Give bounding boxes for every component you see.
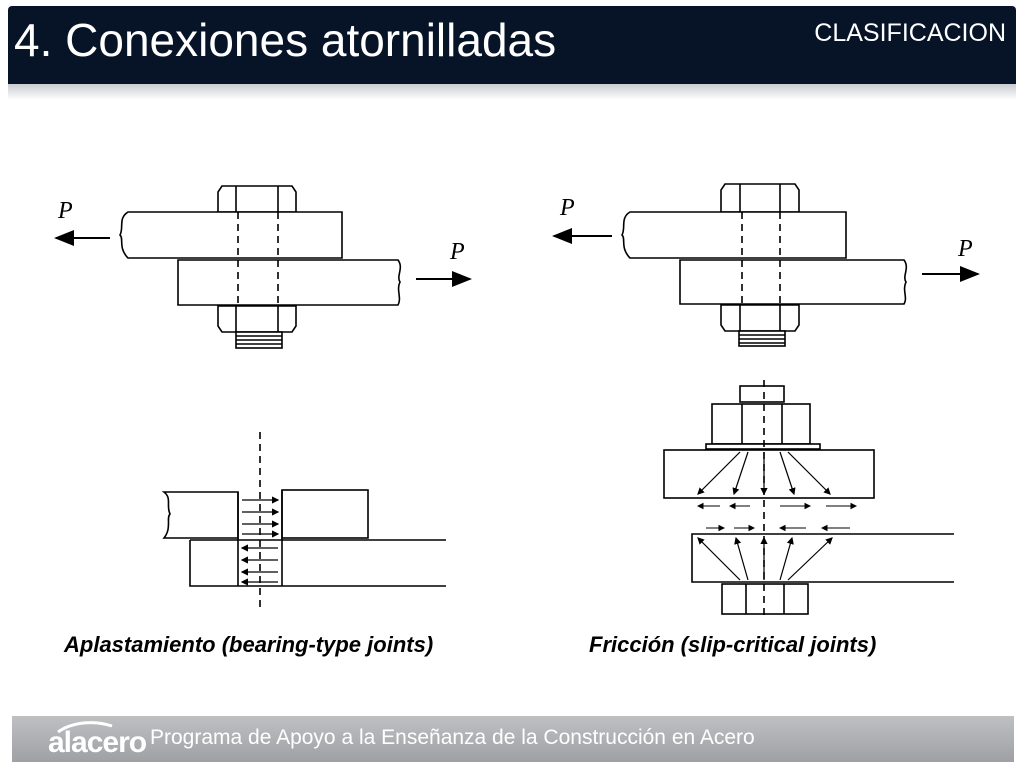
program-name: Programa de Apoyo a la Enseñanza de la C… xyxy=(150,726,755,749)
slip-joint-side-view xyxy=(552,183,980,347)
header-bar: 4. Conexiones atornilladas CLASIFICACION xyxy=(8,6,1016,84)
force-label-right: P xyxy=(957,236,973,262)
caption-friction: Fricción (slip-critical joints) xyxy=(589,632,877,657)
force-label-left: P xyxy=(559,195,575,221)
logo-swoosh-icon xyxy=(57,721,113,734)
bearing-joint-side-view xyxy=(54,185,472,349)
section-label: CLASIFICACION xyxy=(814,19,1006,47)
friction-stress-detail xyxy=(663,380,954,618)
force-label-left: P xyxy=(57,198,73,224)
force-label-right: P xyxy=(449,239,465,265)
bearing-stress-detail xyxy=(161,432,446,612)
footer-bar: alacero Programa de Apoyo a la Enseñanza… xyxy=(12,716,1014,762)
logo-text: alacero xyxy=(48,726,147,759)
header-shadow xyxy=(8,84,1016,100)
caption-bearing: Aplastamiento (bearing-type joints) xyxy=(64,632,434,657)
page-title: 4. Conexiones atornilladas xyxy=(14,14,557,66)
